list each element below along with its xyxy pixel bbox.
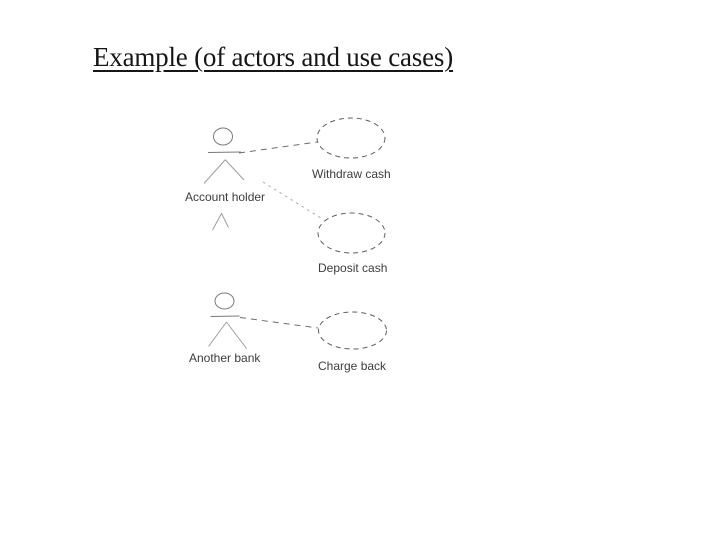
actor-leg-line [226, 321, 247, 349]
actor-leg-line [203, 159, 226, 184]
use-case-label-charge-back: Charge back [318, 359, 387, 373]
actor-head-icon [213, 127, 233, 146]
actor-label-account-holder: Account holder [185, 190, 265, 204]
actor-another-bank-figure [208, 292, 247, 349]
actor-arms-line [210, 315, 240, 317]
use-case-ellipse-charge-back [318, 311, 387, 350]
sketch-caret-mark [212, 212, 229, 231]
page-title: Example (of actors and use cases) [93, 42, 453, 72]
use-case-label-withdraw-cash: Withdraw cash [312, 167, 391, 181]
association-account-holder-deposit [262, 181, 325, 221]
actor-leg-line [208, 321, 227, 347]
actor-arms-line [207, 151, 242, 153]
actor-account-holder-figure [203, 127, 245, 231]
actor-head-icon [214, 292, 235, 310]
association-another-bank-charge-back [239, 317, 319, 329]
association-account-holder-withdraw [238, 141, 318, 154]
use-case-label-deposit-cash: Deposit cash [318, 261, 387, 275]
use-case-ellipse-withdraw-cash [316, 117, 386, 159]
use-case-ellipse-deposit-cash [317, 212, 386, 254]
actor-label-another-bank: Another bank [189, 351, 261, 365]
actor-leg-line [224, 159, 245, 181]
